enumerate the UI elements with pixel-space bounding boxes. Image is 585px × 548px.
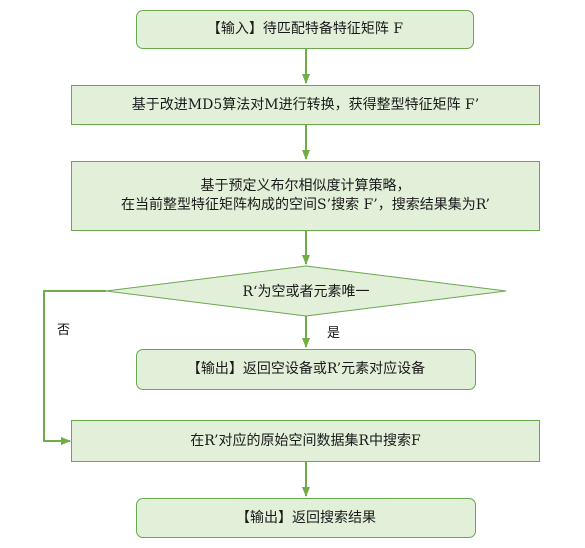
decision-text: R‘为空或者元素唯一 <box>242 284 370 300</box>
decision-diamond <box>105 265 507 317</box>
input-matrix-box: 【输入】待匹配特备特征矩阵 F <box>136 10 474 49</box>
output-result-box: 【输出】返回搜索结果 <box>136 498 476 538</box>
yes-label: 是 <box>327 326 341 341</box>
boolean-search-box: 基于预定义布尔相似度计算策略， 在当前整型特征矩阵构成的空间S’搜索 F’，搜索… <box>71 161 540 231</box>
md5-transform-text: 基于改进MD5算法对M进行转换，获得整型特征矩阵 F’ <box>131 96 480 113</box>
output-device-text: 【输出】返回空设备或R’元素对应设备 <box>186 361 426 377</box>
original-space-search-box: 在R’对应的原始空间数据集R中搜索F <box>71 420 540 462</box>
decision-label-box: R‘为空或者元素唯一 <box>106 281 506 301</box>
boolean-search-text-line1: 基于预定义布尔相似度计算策略， <box>200 178 411 194</box>
output-result-text: 【输出】返回搜索结果 <box>236 509 376 526</box>
input-matrix-text: 【输入】待匹配特备特征矩阵 F <box>206 21 404 37</box>
md5-transform-box: 基于改进MD5算法对M进行转换，获得整型特征矩阵 F’ <box>71 85 540 125</box>
boolean-search-text-line2: 在当前整型特征矩阵构成的空间S’搜索 F’，搜索结果集为R’ <box>121 197 490 213</box>
no-label: 否 <box>57 323 71 338</box>
arrow-decision-no <box>43 290 106 445</box>
output-device-box: 【输出】返回空设备或R’元素对应设备 <box>136 349 476 390</box>
original-space-search-text: 在R’对应的原始空间数据集R中搜索F <box>190 432 421 449</box>
